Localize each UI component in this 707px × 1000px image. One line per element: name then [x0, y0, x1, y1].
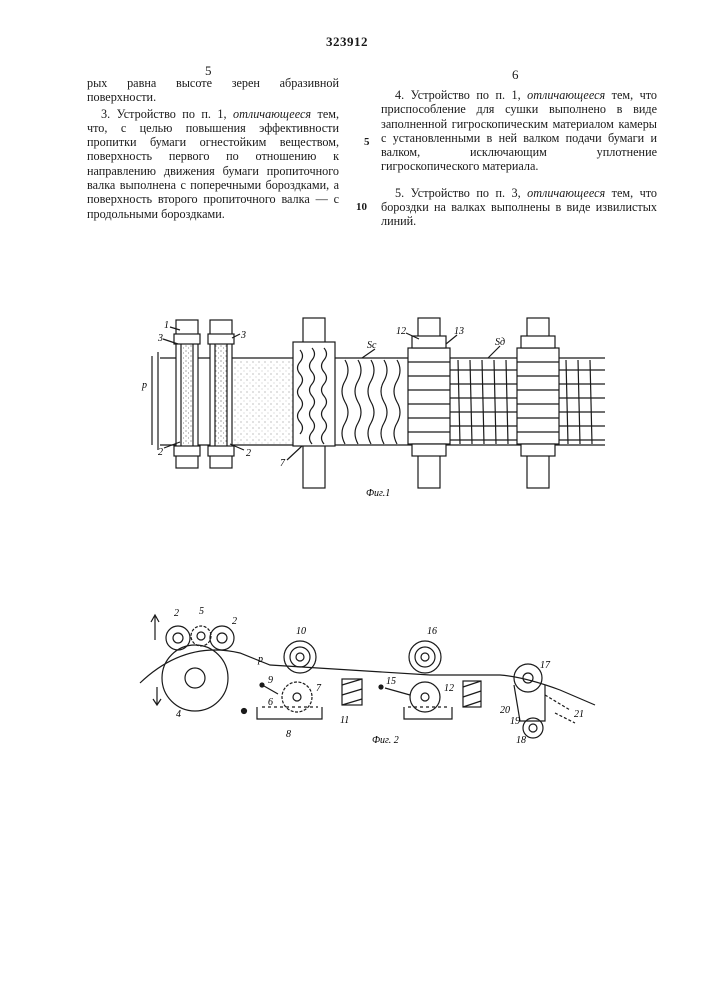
patent-number: 323912: [326, 34, 368, 50]
claim5-number: 5.: [395, 186, 404, 200]
fig2-label-6: 6: [268, 697, 273, 708]
figure-1-caption: Фиг.1: [366, 488, 390, 499]
claim5-term: отличающееся: [527, 186, 605, 200]
claim-4: 4. Устройство по п. 1, отличающееся тем,…: [381, 88, 657, 174]
fig2-label-9: 9: [268, 675, 273, 686]
claim2-continuation: рых равна высоте зерен абразивной поверх…: [87, 76, 339, 105]
fig1-label-3a: 3: [157, 333, 163, 344]
fig2-label-5: 5: [199, 606, 204, 617]
fig2-label-20: 20: [500, 705, 510, 716]
right-column-number: 6: [512, 67, 519, 83]
right-column: 4. Устройство по п. 1, отличающееся тем,…: [381, 88, 657, 229]
fig1-label-p: р: [141, 380, 147, 391]
fig2-label-18: 18: [516, 735, 526, 746]
left-column: рых равна высоте зерен абразивной поверх…: [87, 76, 339, 221]
fig1-label-sc: Sс: [367, 340, 377, 351]
claim5-pre: Устройство по п. 3,: [411, 186, 521, 200]
fig2-label-11: 11: [340, 715, 349, 726]
claim-3: 3. Устройство по п. 1, отличающееся тем,…: [87, 107, 339, 221]
claim3-text: тем, что, с целью повышения эффективност…: [87, 107, 339, 221]
fig2-label-16: 16: [427, 626, 437, 637]
fig2-label-p: р: [257, 654, 263, 665]
fig1-label-sd: Sд: [495, 337, 505, 348]
fig2-label-15: 15: [386, 676, 396, 687]
margin-line-5: 5: [364, 136, 370, 148]
fig2-label-8: 8: [286, 729, 291, 740]
figure-1: 1 3 3 р 2 2 7 Sс 12 13 Sд Фиг.1: [0, 300, 707, 510]
fig2-label-4: 4: [176, 709, 181, 720]
fig2-label-10: 10: [296, 626, 306, 637]
figure-2-caption: Фиг. 2: [372, 735, 399, 746]
fig1-label-13: 13: [454, 326, 464, 337]
fig1-label-3b: 3: [240, 330, 246, 341]
claim4-number: 4.: [395, 88, 404, 102]
fig2-label-2b: 2: [232, 616, 237, 627]
claim4-term: отличающееся: [527, 88, 605, 102]
fig1-label-12: 12: [396, 326, 406, 337]
fig1-label-2a: 2: [158, 447, 163, 458]
fig2-label-2a: 2: [174, 608, 179, 619]
fig2-label-17: 17: [540, 660, 551, 671]
margin-line-10: 10: [356, 201, 367, 213]
figure-2: 2 5 2 4 р 10 9 7 6 8 11 16 15 12 17 20 2…: [0, 595, 707, 755]
claim-5: 5. Устройство по п. 3, отличающееся тем,…: [381, 186, 657, 229]
claim3-pre: Устройство по п. 1,: [117, 107, 227, 121]
fig1-label-7: 7: [280, 458, 286, 469]
fig2-label-21: 21: [574, 709, 584, 720]
claim3-term: отличающееся: [233, 107, 311, 121]
fig2-label-12: 12: [444, 683, 454, 694]
fig2-label-7: 7: [316, 683, 322, 694]
fig1-label-1: 1: [164, 320, 169, 331]
claim3-number: 3.: [101, 107, 110, 121]
claim4-pre: Устройство по п. 1,: [411, 88, 521, 102]
fig1-label-2b: 2: [246, 448, 251, 459]
fig2-label-19: 19: [510, 716, 520, 727]
